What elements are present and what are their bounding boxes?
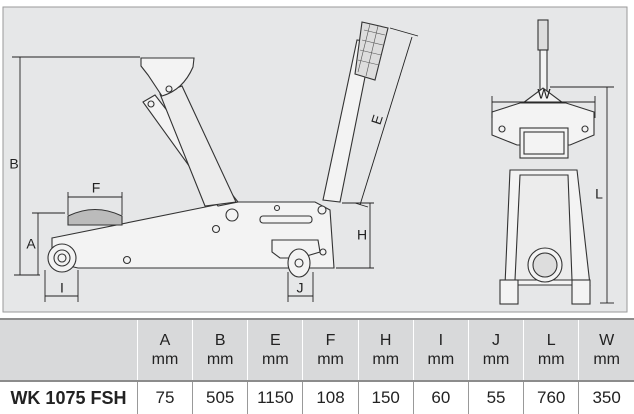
header-letter: W [599, 332, 615, 349]
floor-jack-dimension-diagram: B A F H I J E W L [2, 6, 628, 313]
header-unit: mm [372, 351, 400, 368]
pivot-pin [165, 85, 173, 93]
value-i: 60 [412, 381, 469, 414]
model-name: WK 1075 FSH [0, 381, 138, 414]
dim-label-f: F [92, 180, 101, 196]
header-unit: mm [593, 351, 620, 368]
value-h: 150 [357, 381, 414, 414]
header-unit: mm [482, 351, 510, 368]
pivot-pin [147, 100, 155, 108]
value-l: 760 [523, 381, 579, 414]
dim-label-a: A [26, 236, 36, 252]
header-letter: E [270, 332, 281, 349]
value-e: 1150 [247, 381, 303, 414]
handle-grip-front [537, 19, 549, 51]
dim-label-i: I [60, 280, 64, 296]
header-letter: H [379, 332, 392, 349]
header-letter: B [214, 332, 226, 349]
header-unit: mm [206, 351, 234, 368]
handle-grip [354, 21, 389, 81]
header-unit: mm [537, 351, 565, 368]
dim-label-j: J [297, 280, 304, 296]
header-letter: J [492, 332, 501, 349]
dim-label-b: B [9, 156, 18, 172]
value-j: 55 [467, 381, 524, 414]
header-unit: mm [151, 351, 179, 368]
header-letter: I [438, 332, 444, 349]
header-unit: mm [317, 351, 344, 368]
jack-side-view [47, 21, 389, 278]
header-letter: A [159, 332, 171, 349]
saddle [140, 57, 195, 97]
value-f: 108 [302, 381, 359, 414]
jack-pad [67, 208, 123, 226]
slot [259, 215, 313, 224]
header-blank [0, 319, 138, 382]
dim-label-h: H [357, 227, 367, 243]
value-w: 350 [578, 381, 634, 414]
release-knob [225, 208, 239, 222]
dim-label-w: W [537, 86, 551, 102]
dimension-lines [12, 27, 614, 304]
table-row: WK 1075 FSH 75 505 1150 108 150 60 55 76… [0, 381, 634, 414]
value-b: 505 [192, 381, 248, 414]
dim-label-l: L [595, 186, 603, 202]
header-letter: L [546, 332, 556, 349]
header-unit: mm [262, 351, 289, 368]
value-a: 75 [136, 381, 193, 414]
jack-front-view [491, 19, 595, 305]
header-letter: F [325, 332, 336, 349]
header-unit: mm [427, 351, 455, 368]
